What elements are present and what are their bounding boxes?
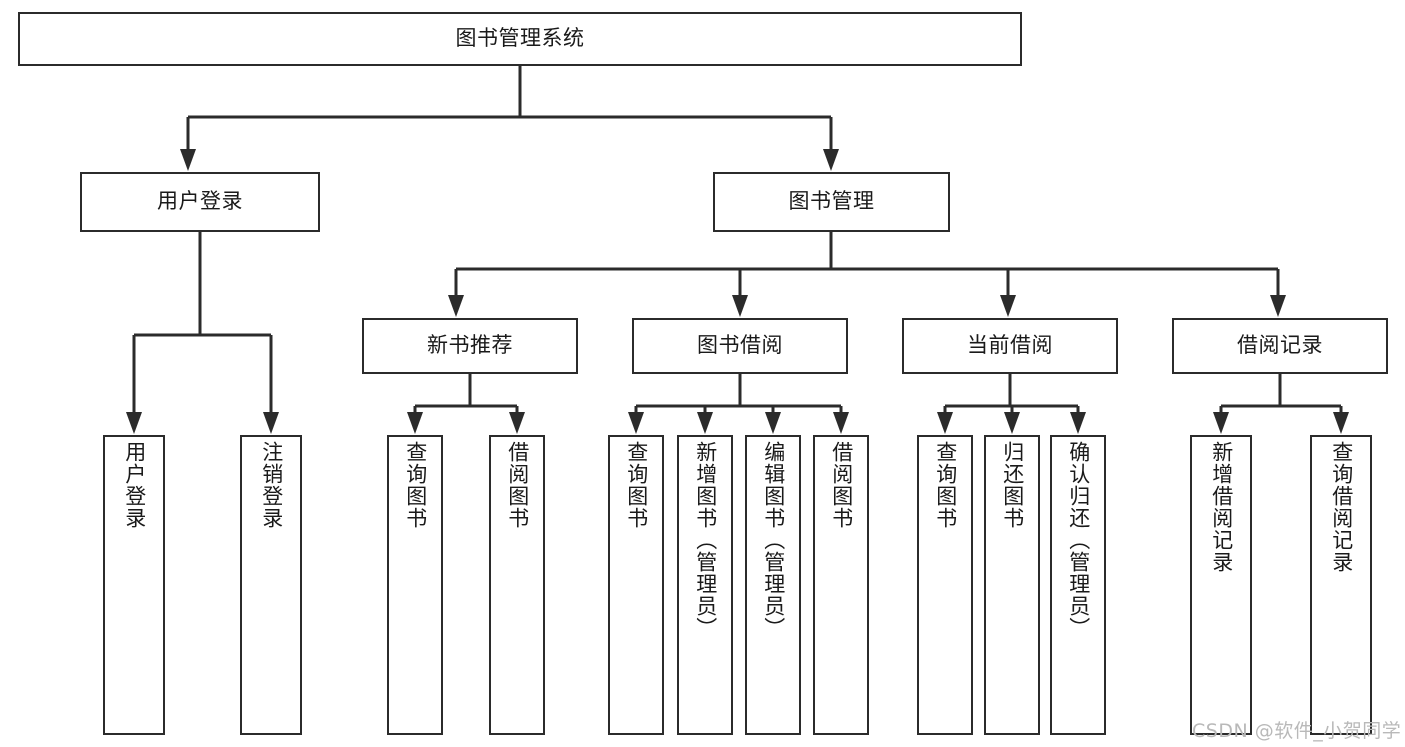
node-label-leaf-confirm-return: 确认归还（管理员） xyxy=(1066,441,1091,639)
node-label-current: 当前借阅 xyxy=(967,333,1053,358)
node-leaf-query-book-new[interactable]: 查询图书 xyxy=(387,435,443,735)
conn-records-arrow-1 xyxy=(1333,412,1349,434)
conn-newbook-arrow-1 xyxy=(509,412,525,434)
node-newbook[interactable]: 新书推荐 xyxy=(362,318,578,374)
node-leaf-borrow-book-new[interactable]: 借阅图书 xyxy=(489,435,545,735)
node-label-leaf-borrow-book: 借阅图书 xyxy=(829,441,854,529)
node-label-leaf-query-book-borrow: 查询图书 xyxy=(624,441,649,529)
node-records[interactable]: 借阅记录 xyxy=(1172,318,1388,374)
conn-bookmgmt-arrow-0 xyxy=(448,295,464,317)
conn-borrow-arrow-1 xyxy=(697,412,713,434)
conn-borrow-arrow-2 xyxy=(765,412,781,434)
node-label-leaf-add-record: 新增借阅记录 xyxy=(1209,441,1234,573)
conn-login-arrow-0 xyxy=(126,412,142,434)
node-root[interactable]: 图书管理系统 xyxy=(18,12,1022,66)
conn-borrow-arrow-3 xyxy=(833,412,849,434)
node-label-root: 图书管理系统 xyxy=(455,26,585,51)
node-label-leaf-add-book: 新增图书（管理员） xyxy=(693,441,718,639)
node-leaf-query-book-current[interactable]: 查询图书 xyxy=(917,435,973,735)
node-label-leaf-user-login: 用户登录 xyxy=(122,441,147,529)
node-leaf-add-book[interactable]: 新增图书（管理员） xyxy=(677,435,733,735)
node-current[interactable]: 当前借阅 xyxy=(902,318,1118,374)
node-bookmgmt[interactable]: 图书管理 xyxy=(713,172,950,232)
node-label-borrow: 图书借阅 xyxy=(697,333,783,358)
conn-bookmgmt-arrow-3 xyxy=(1270,295,1286,317)
node-leaf-query-book-borrow[interactable]: 查询图书 xyxy=(608,435,664,735)
node-label-leaf-edit-book: 编辑图书（管理员） xyxy=(761,441,786,639)
node-leaf-add-record[interactable]: 新增借阅记录 xyxy=(1190,435,1252,735)
node-label-login: 用户登录 xyxy=(157,189,243,214)
conn-current-arrow-1 xyxy=(1004,412,1020,434)
conn-root-arrow-1 xyxy=(823,149,839,171)
node-leaf-return-book[interactable]: 归还图书 xyxy=(984,435,1040,735)
node-leaf-query-record[interactable]: 查询借阅记录 xyxy=(1310,435,1372,735)
node-leaf-user-login[interactable]: 用户登录 xyxy=(103,435,165,735)
node-leaf-edit-book[interactable]: 编辑图书（管理员） xyxy=(745,435,801,735)
node-label-leaf-return-book: 归还图书 xyxy=(1000,441,1025,529)
node-label-newbook: 新书推荐 xyxy=(427,333,513,358)
node-leaf-user-logout[interactable]: 注销登录 xyxy=(240,435,302,735)
conn-login-arrow-1 xyxy=(263,412,279,434)
conn-current-arrow-0 xyxy=(937,412,953,434)
node-label-leaf-user-logout: 注销登录 xyxy=(259,441,284,529)
conn-newbook-arrow-0 xyxy=(407,412,423,434)
conn-root-arrow-0 xyxy=(180,149,196,171)
node-label-records: 借阅记录 xyxy=(1237,333,1323,358)
conn-borrow-arrow-0 xyxy=(628,412,644,434)
node-leaf-confirm-return[interactable]: 确认归还（管理员） xyxy=(1050,435,1106,735)
node-label-bookmgmt: 图书管理 xyxy=(788,189,875,214)
conn-records-arrow-0 xyxy=(1213,412,1229,434)
conn-bookmgmt-arrow-2 xyxy=(1000,295,1016,317)
conn-current-arrow-2 xyxy=(1070,412,1086,434)
node-label-leaf-borrow-book-new: 借阅图书 xyxy=(505,441,530,529)
node-leaf-borrow-book[interactable]: 借阅图书 xyxy=(813,435,869,735)
conn-bookmgmt-arrow-1 xyxy=(732,295,748,317)
watermark: CSDN @软件_小贺同学 xyxy=(1192,720,1402,742)
node-label-leaf-query-book-current: 查询图书 xyxy=(933,441,958,529)
node-login[interactable]: 用户登录 xyxy=(80,172,320,232)
node-label-leaf-query-book-new: 查询图书 xyxy=(403,441,428,529)
node-borrow[interactable]: 图书借阅 xyxy=(632,318,848,374)
node-label-leaf-query-record: 查询借阅记录 xyxy=(1329,441,1354,573)
